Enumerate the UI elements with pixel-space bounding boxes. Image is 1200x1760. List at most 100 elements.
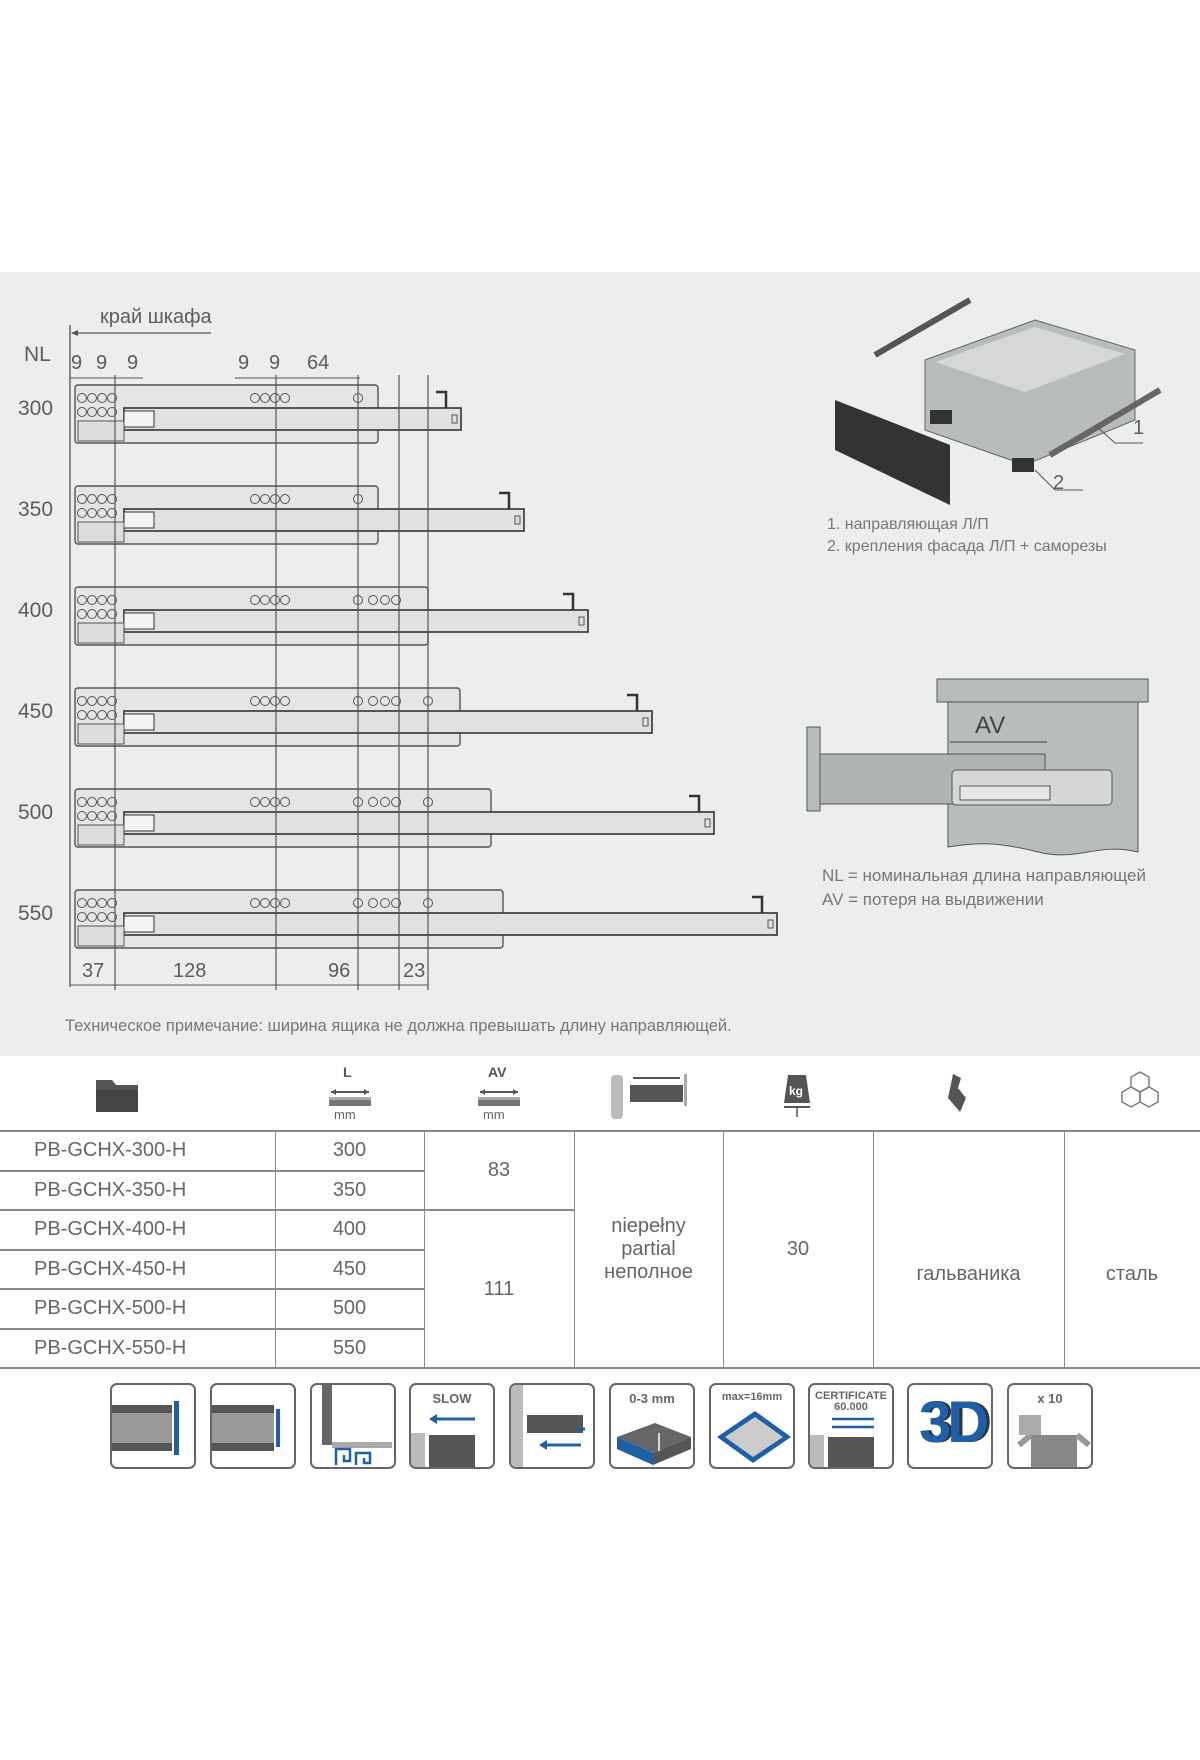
mount-hole <box>270 595 280 605</box>
panel-thickness-icon: max=16mm <box>709 1383 795 1469</box>
av-value-111: 111 <box>483 1277 515 1300</box>
mount-hole <box>260 595 270 605</box>
mount-hole <box>77 393 87 403</box>
inner-slide <box>123 912 778 936</box>
package-icon: x 10 <box>1007 1383 1093 1469</box>
mount-hole <box>107 710 117 720</box>
load-value: 30 <box>786 1237 810 1260</box>
rail-hook <box>689 794 701 812</box>
dim-9: 9 <box>238 352 250 374</box>
length-letter: L <box>343 1064 352 1080</box>
mount-hole <box>270 494 280 504</box>
mount-hole <box>391 898 401 908</box>
gap-label: 0-3 mm <box>629 1391 675 1406</box>
inner-slide <box>123 710 653 734</box>
mount-hole <box>270 898 280 908</box>
inner-slide <box>123 407 462 431</box>
mount-hole <box>97 609 107 619</box>
nl-header: NL <box>24 343 51 366</box>
product-code: PB-GCHX-500-H <box>34 1297 187 1319</box>
dim-23: 23 <box>403 960 426 982</box>
mount-hole <box>107 595 117 605</box>
rail-icon <box>210 1383 296 1469</box>
nominal-length: 450 <box>332 1257 367 1280</box>
slide-lock <box>123 915 155 933</box>
front-fixing <box>1012 458 1034 472</box>
mount-hole <box>260 797 270 807</box>
mount-hole <box>368 595 378 605</box>
mount-hole <box>97 797 107 807</box>
nominal-length: 400 <box>332 1218 367 1240</box>
mount-hole <box>391 696 401 706</box>
mount-hole <box>368 898 378 908</box>
rail-slide <box>959 785 1051 801</box>
rail-slot <box>451 414 458 424</box>
mount-hole <box>368 696 378 706</box>
arrow-head <box>71 330 78 336</box>
mount-hole <box>87 407 97 417</box>
mount-hole <box>260 494 270 504</box>
mount-hole <box>97 696 107 706</box>
rail-slot <box>642 717 649 727</box>
rail-slot <box>578 616 585 626</box>
rail-hook <box>563 592 575 610</box>
material-cubes-icon <box>1121 1071 1159 1108</box>
rail-hook <box>436 390 448 408</box>
product-code: PB-GCHX-300-H <box>34 1139 187 1161</box>
mount-hole <box>87 609 97 619</box>
rail-slot <box>704 818 711 828</box>
slide-lock <box>123 410 155 428</box>
av-unit: mm <box>483 1107 505 1122</box>
mount-hole <box>97 494 107 504</box>
mount-hole <box>87 710 97 720</box>
mount-hole <box>97 710 107 720</box>
nl-row-label: 450 <box>18 700 54 723</box>
slide-lock <box>123 612 155 630</box>
mount-hole <box>107 508 117 518</box>
inner-slide <box>123 609 589 633</box>
max-label: max=16mm <box>721 1391 783 1403</box>
nominal-length: 300 <box>332 1139 367 1161</box>
mount-hole <box>280 898 290 908</box>
rail-slot <box>514 515 521 525</box>
mount-hole <box>87 811 97 821</box>
mount-hole <box>280 595 290 605</box>
extension-type: niepełny partial неполное <box>574 1131 723 1367</box>
mount-hole <box>87 494 97 504</box>
product-code: PB-GCHX-550-H <box>34 1336 187 1359</box>
mount-hole <box>77 710 87 720</box>
mount-hole <box>97 811 107 821</box>
product-code: PB-GCHX-450-H <box>34 1257 187 1280</box>
mount-hole <box>77 407 87 417</box>
inner-slide <box>123 508 525 532</box>
slide-lock <box>123 511 155 529</box>
mount-hole <box>87 912 97 922</box>
soft-close-icon: SLOW <box>409 1383 495 1469</box>
av-label: AV <box>975 712 1006 739</box>
nominal-length: 550 <box>332 1336 367 1359</box>
slow-label: SLOW <box>432 1391 472 1406</box>
3d-adjustment-icon: 3D <box>907 1383 993 1469</box>
finish-brush-icon <box>948 1074 966 1112</box>
mount-hole <box>107 696 117 706</box>
rail-right <box>1048 387 1162 458</box>
mount-hole <box>87 898 97 908</box>
slide-lock <box>123 713 155 731</box>
mount-hole <box>368 797 378 807</box>
adjustment-icon: 0-3 mm <box>609 1383 695 1469</box>
mount-hole <box>380 696 390 706</box>
cabinet-edge-label: край шкафа <box>100 306 212 328</box>
pack-label: x 10 <box>1037 1391 1063 1406</box>
mount-hole <box>107 898 117 908</box>
mount-hole <box>77 912 87 922</box>
dim-9: 9 <box>269 352 281 374</box>
mount-hole <box>250 797 260 807</box>
rail-dimension-drawing <box>69 297 1162 990</box>
nominal-length: 500 <box>332 1297 367 1319</box>
av-letter: AV <box>488 1064 507 1080</box>
mount-hole <box>77 696 87 706</box>
inner-slide <box>123 811 715 835</box>
mount-hole <box>87 696 97 706</box>
